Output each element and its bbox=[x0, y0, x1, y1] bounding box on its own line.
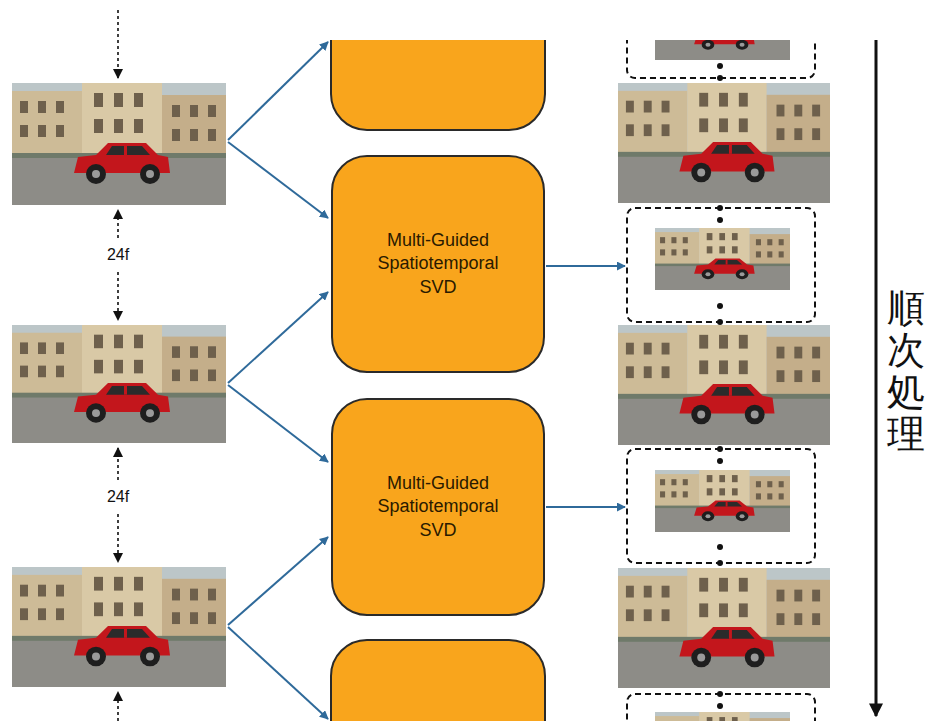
frame-interval-arrows bbox=[117, 10, 119, 721]
output-frame bbox=[618, 83, 830, 203]
generated-frame bbox=[655, 40, 790, 60]
partial-process-box bbox=[331, 640, 545, 721]
partial-process-box bbox=[331, 40, 545, 130]
generated-segment-box bbox=[627, 0, 815, 721]
process-box: Multi-Guided Spatiotemporal SVD bbox=[331, 398, 545, 616]
frame-interval: 24f bbox=[104, 246, 132, 264]
generated-frame bbox=[655, 712, 790, 721]
input-arrows bbox=[228, 42, 625, 719]
input-frame bbox=[12, 83, 226, 205]
continuation-dots bbox=[717, 63, 723, 709]
sequence-arrow bbox=[875, 40, 878, 716]
output-frame bbox=[618, 325, 830, 445]
output-frame bbox=[618, 568, 830, 688]
input-frame bbox=[12, 325, 226, 443]
process-box: Multi-Guided Spatiotemporal SVD bbox=[331, 155, 545, 373]
frame-interval: 24f bbox=[104, 488, 132, 506]
generated-frame bbox=[655, 470, 790, 532]
process-label: 順次処理 bbox=[887, 288, 925, 455]
process-label: Multi-Guided Spatiotemporal SVD bbox=[363, 229, 513, 299]
input-frame bbox=[12, 567, 226, 687]
generated-frame bbox=[655, 228, 790, 290]
process-label: Multi-Guided Spatiotemporal SVD bbox=[363, 472, 513, 542]
